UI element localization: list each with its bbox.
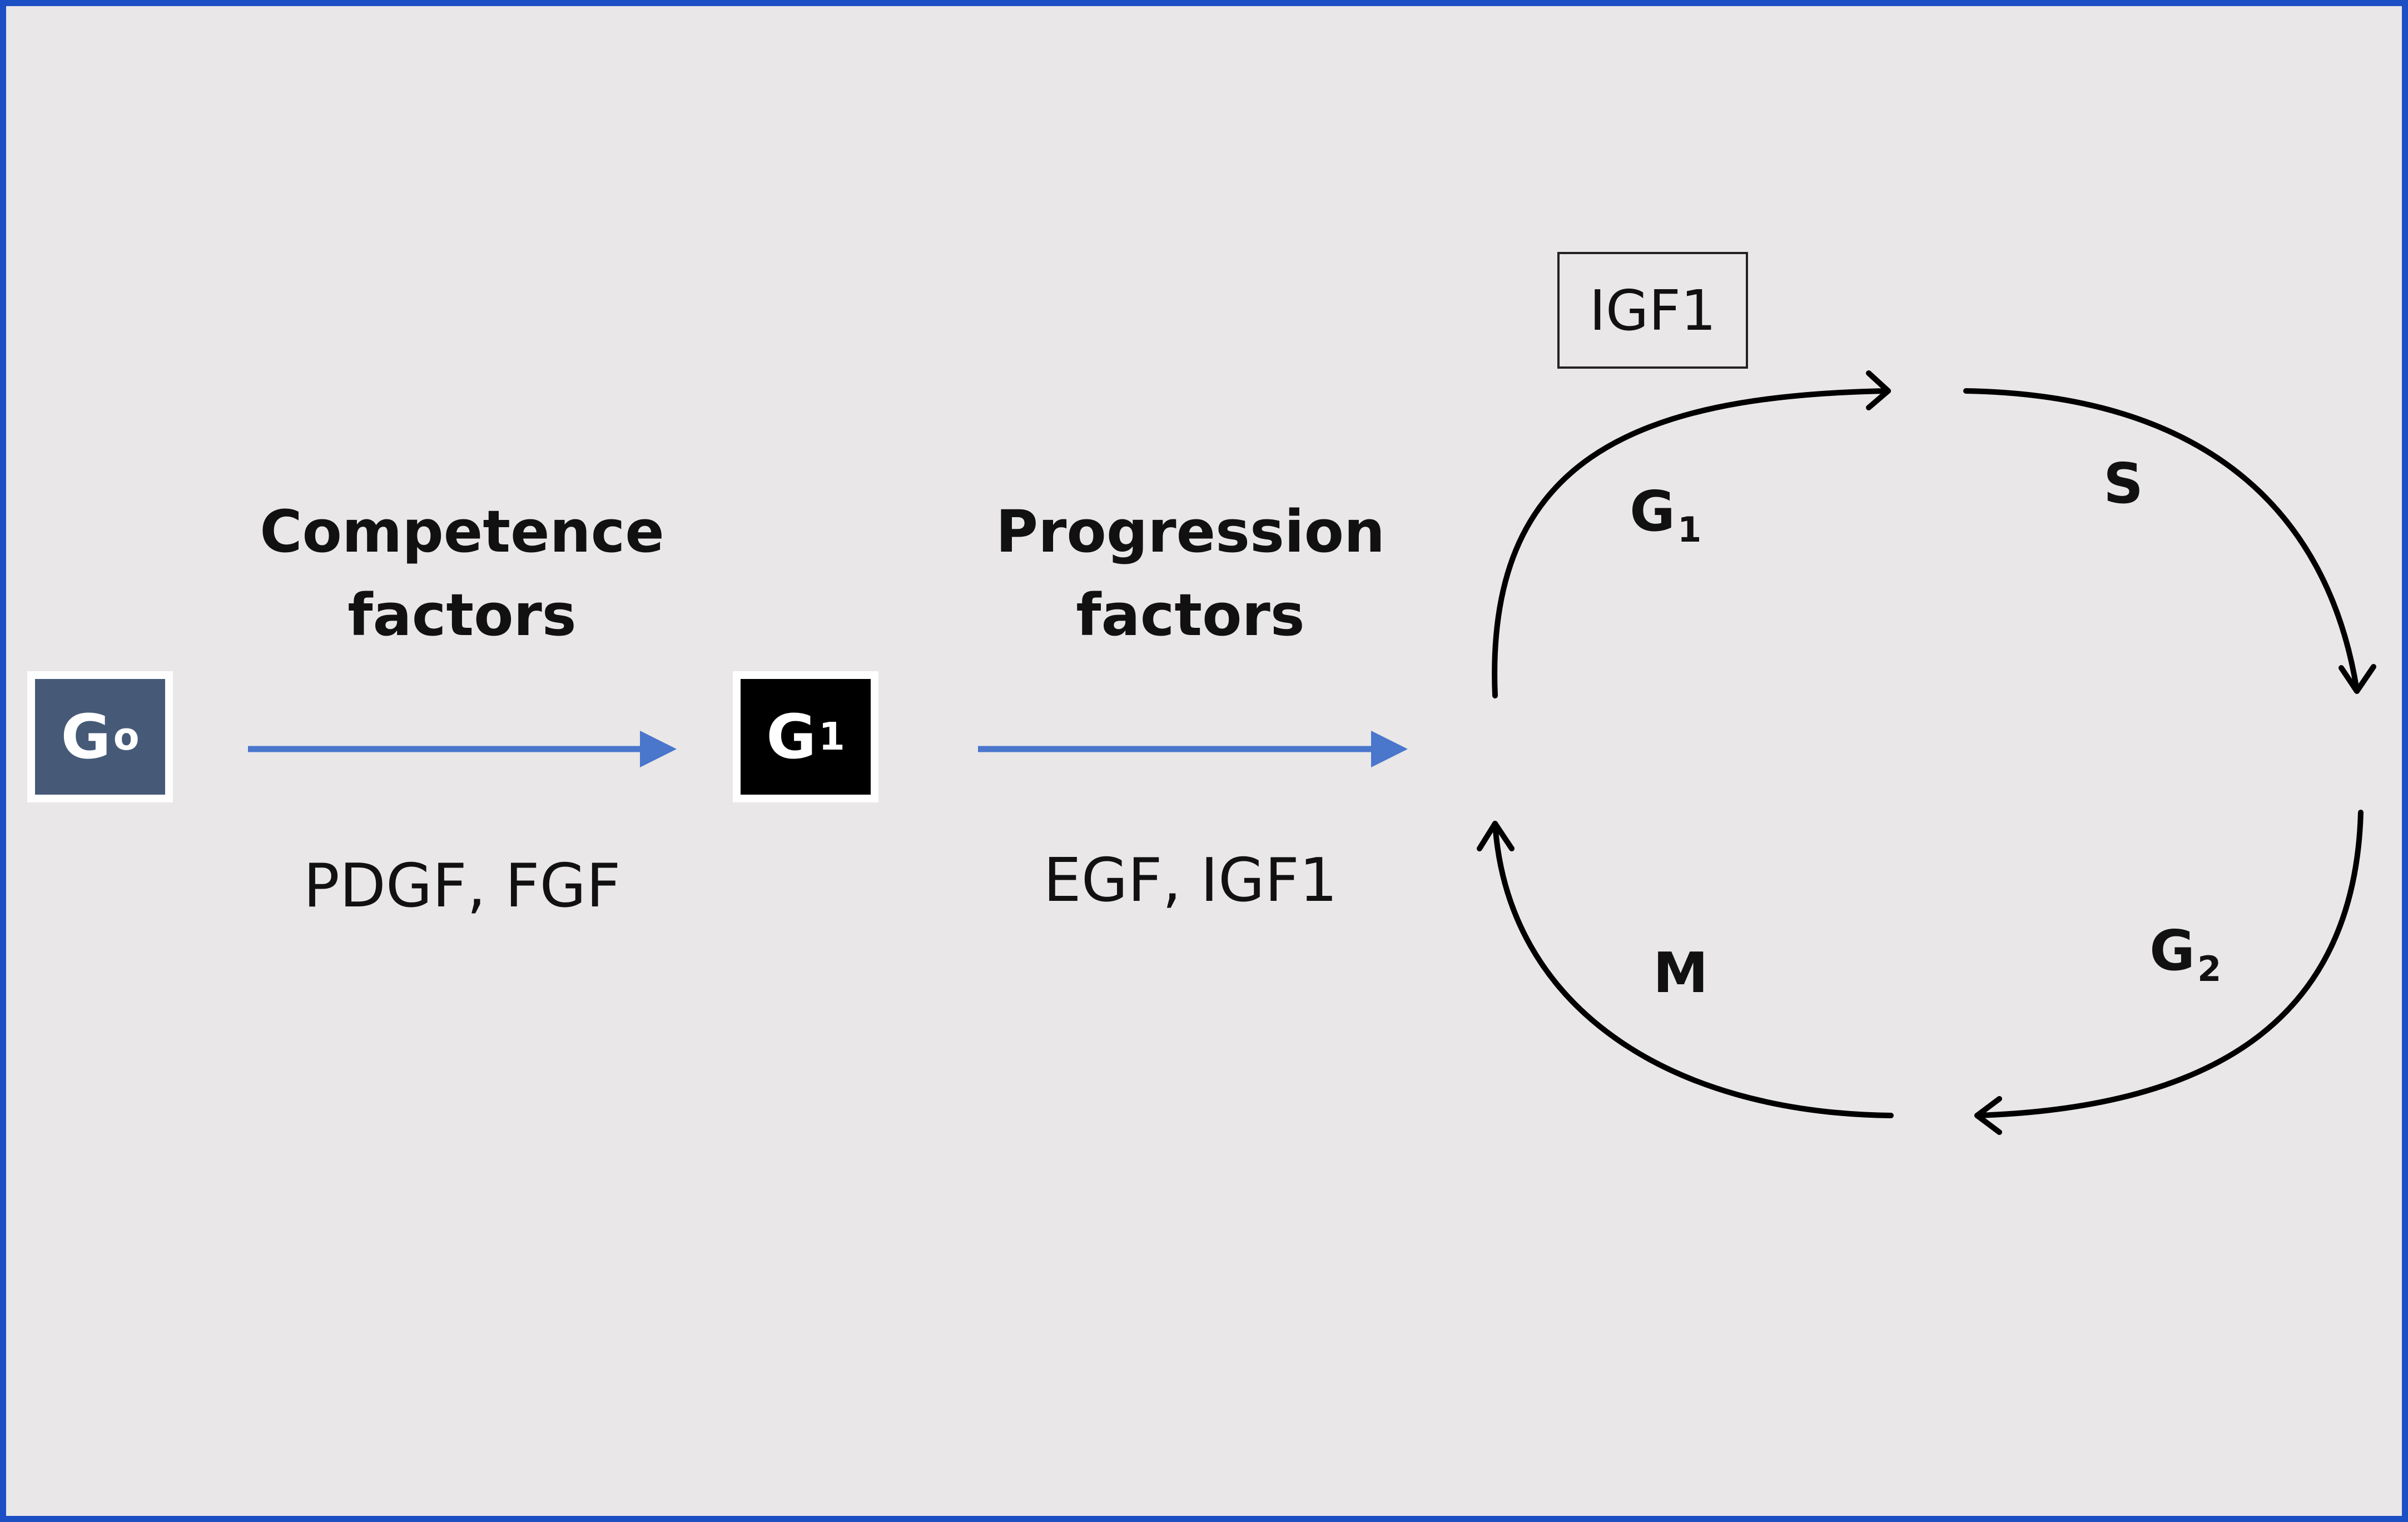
g1-subscript: 1 (818, 715, 845, 759)
cycle-arrowhead-g1 (1866, 370, 1891, 410)
competence-factors-title: Competence factors (240, 490, 684, 657)
g0-subscript: o (113, 715, 140, 759)
cycle-arc-g1 (1492, 388, 1891, 698)
diagram-arrows (248, 370, 2376, 1135)
progression-title-line2: factors (1076, 581, 1305, 649)
cycle-arc-g2 (1974, 810, 2364, 1118)
cycle-arrowhead-s (2339, 664, 2376, 694)
competence-title-line1: Competence (260, 498, 664, 566)
progression-title-line1: Progression (995, 498, 1386, 566)
g1-letter: G (766, 701, 817, 772)
cycle-arrowhead-g2 (1974, 1096, 2002, 1135)
igf1-label-text: IGF1 (1589, 277, 1716, 343)
cycle-phase-g1: G1 (1630, 479, 1702, 550)
cycle-arc-m (1492, 821, 1894, 1118)
cycle-arc-s (1963, 388, 2360, 693)
igf1-boxed-label: IGF1 (1557, 252, 1748, 369)
competence-title-line2: factors (347, 581, 577, 649)
progression-factors-title: Progression factors (968, 490, 1413, 657)
cycle-phase-m: M (1653, 940, 1709, 1005)
g0-letter: G (61, 701, 111, 772)
cycle-phase-g2: G2 (2149, 918, 2222, 989)
competence-factors-list: PDGF, FGF (303, 851, 621, 921)
cycle-arrowhead-m (1477, 821, 1515, 851)
progression-factors-list: EGF, IGF1 (1043, 846, 1338, 915)
cycle-phase-s: S (2103, 451, 2144, 516)
